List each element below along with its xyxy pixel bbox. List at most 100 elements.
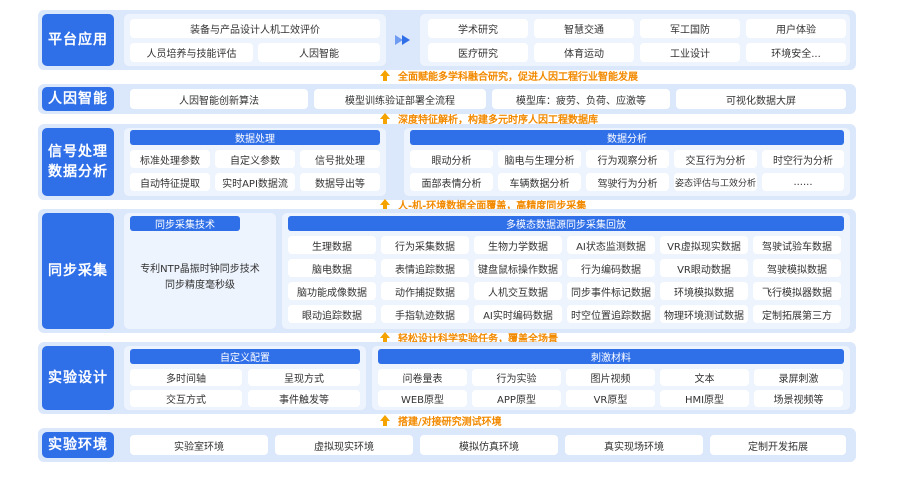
multimodal-cell: 人机交互数据 [474,282,562,300]
analysis-cell: 姿态评估与工效分析 [674,173,757,191]
signal-label: 信号处理 数据分析 [42,128,114,196]
arrow-up-icon [380,113,390,124]
multimodal-cell: VR眼动数据 [660,259,748,277]
stimulus-cell: WEB原型 [378,390,467,407]
stimulus-cell: 场景视频等 [754,390,843,407]
banner-1: 全面赋能多学科融合研究，促进人因工程行业智能发展 [380,68,638,83]
environment-cell: 模拟仿真环境 [420,435,558,455]
banner-3: 人-机-环境数据全面覆盖，高精度同步采集 [380,197,587,212]
multimodal-cell: AI状态监测数据 [567,236,655,254]
banner-2-text: 深度特征解析，构建多元时序人因工程数据库 [398,114,598,126]
stimulus-cell: HMI原型 [660,390,749,407]
environment-cell: 实验室环境 [130,435,268,455]
analysis-cell: 交互行为分析 [674,150,757,168]
processing-header: 数据处理 [130,130,380,145]
multimodal-header: 多模态数据源同步采集回放 [288,216,844,231]
banner-5: 搭建/对接研究测试环境 [380,413,502,428]
config-cell: 呈现方式 [248,369,360,386]
processing-cell: 实时API数据流 [215,173,295,191]
ergonomics-label: 人因智能 [42,87,114,111]
multimodal-cell: 飞行模拟器数据 [753,282,841,300]
platform-label: 平台应用 [42,14,114,66]
multimodal-cell: 同步事件标记数据 [567,282,655,300]
sync-label: 同步采集 [42,213,114,329]
banner-5-text: 搭建/对接研究测试环境 [398,416,502,428]
platform-cell-ux: 用户体验 [746,19,846,38]
platform-cell-sports: 体育运动 [534,43,634,62]
environment-label: 实验环境 [42,432,114,458]
banner-4: 轻松设计科学实验任务，覆盖全场景 [380,330,558,345]
multimodal-cell: VR虚拟现实数据 [660,236,748,254]
multimodal-cell: 生物力学数据 [474,236,562,254]
multimodal-cell: 时空位置追踪数据 [567,305,655,323]
sync-tech-box [124,213,276,329]
ergonomics-cell-dashboard: 可视化数据大屏 [676,89,846,109]
processing-cell: 自动特征提取 [130,173,210,191]
multimodal-cell: 驾驶模拟数据 [753,259,841,277]
config-cell: 事件触发等 [248,390,360,407]
stimulus-cell: 行为实验 [472,369,561,386]
chevron-right-icon [394,32,412,48]
analysis-header: 数据分析 [410,130,844,145]
signal-label-line1: 信号处理 [48,144,108,160]
banner-2: 深度特征解析，构建多元时序人因工程数据库 [380,111,598,126]
platform-cell-medical: 医疗研究 [428,43,528,62]
stimulus-cell: VR原型 [566,390,655,407]
processing-cell: 信号批处理 [300,150,380,168]
multimodal-cell: 动作捕捉数据 [381,282,469,300]
multimodal-cell: AI实时编码数据 [474,305,562,323]
stimulus-header: 刺激材料 [378,349,844,364]
sync-tech-description: 专利NTP晶振时钟同步技术 同步精度毫秒级 [124,262,276,298]
arrow-up-icon [380,199,390,210]
banner-4-text: 轻松设计科学实验任务，覆盖全场景 [398,333,558,345]
stimulus-cell: 录屏刺激 [754,369,843,386]
multimodal-cell: 生理数据 [288,236,376,254]
platform-cell-industrial: 工业设计 [640,43,740,62]
analysis-cell: 脑电与生理分析 [498,150,581,168]
arrow-up-icon [380,415,390,426]
multimodal-cell: 表情追踪数据 [381,259,469,277]
platform-cell-defense: 军工国防 [640,19,740,38]
analysis-cell: 驾驶行为分析 [586,173,669,191]
analysis-cell: ...... [762,173,844,191]
signal-label-line2: 数据分析 [48,164,108,180]
platform-cell-academic: 学术研究 [428,19,528,38]
multimodal-cell: 行为编码数据 [567,259,655,277]
banner-3-text: 人-机-环境数据全面覆盖，高精度同步采集 [398,200,587,212]
experiment-label: 实验设计 [42,346,114,410]
multimodal-cell: 物理环境测试数据 [660,305,748,323]
multimodal-cell: 键盘鼠标操作数据 [474,259,562,277]
multimodal-cell: 环境模拟数据 [660,282,748,300]
platform-cell-ai: 人因智能 [258,43,380,62]
multimodal-cell: 脑功能成像数据 [288,282,376,300]
config-cell: 交互方式 [130,390,242,407]
stimulus-cell: APP原型 [472,390,561,407]
stimulus-cell: 文本 [660,369,749,386]
multimodal-cell: 手指轨迹数据 [381,305,469,323]
config-cell: 多时间轴 [130,369,242,386]
banner-1-text: 全面赋能多学科融合研究，促进人因工程行业智能发展 [398,71,638,83]
ergonomics-cell-model-library: 模型库：疲劳、负荷、应激等 [492,89,670,109]
config-header: 自定义配置 [130,349,360,364]
environment-cell: 虚拟现实环境 [275,435,413,455]
arrow-up-icon [380,70,390,81]
multimodal-cell: 行为采集数据 [381,236,469,254]
sync-tech-desc-line2: 同步精度毫秒级 [165,280,235,291]
arrow-up-icon [380,332,390,343]
environment-cell: 定制开发拓展 [710,435,846,455]
multimodal-cell: 定制拓展第三方 [753,305,841,323]
platform-cell-training: 人员培养与技能评估 [130,43,253,62]
stimulus-cell: 图片视频 [566,369,655,386]
multimodal-cell: 驾驶试验车数据 [753,236,841,254]
platform-cell-traffic: 智慧交通 [534,19,634,38]
processing-cell: 标准处理参数 [130,150,210,168]
ergonomics-cell-algorithm: 人因智能创新算法 [130,89,308,109]
multimodal-cell: 脑电数据 [288,259,376,277]
environment-cell: 真实现场环境 [565,435,703,455]
analysis-cell: 眼动分析 [410,150,493,168]
ergonomics-cell-pipeline: 模型训练验证部署全流程 [314,89,486,109]
sync-tech-desc-line1: 专利NTP晶振时钟同步技术 [140,264,260,275]
analysis-cell: 车辆数据分析 [498,173,581,191]
analysis-cell: 时空行为分析 [762,150,844,168]
analysis-cell: 面部表情分析 [410,173,493,191]
